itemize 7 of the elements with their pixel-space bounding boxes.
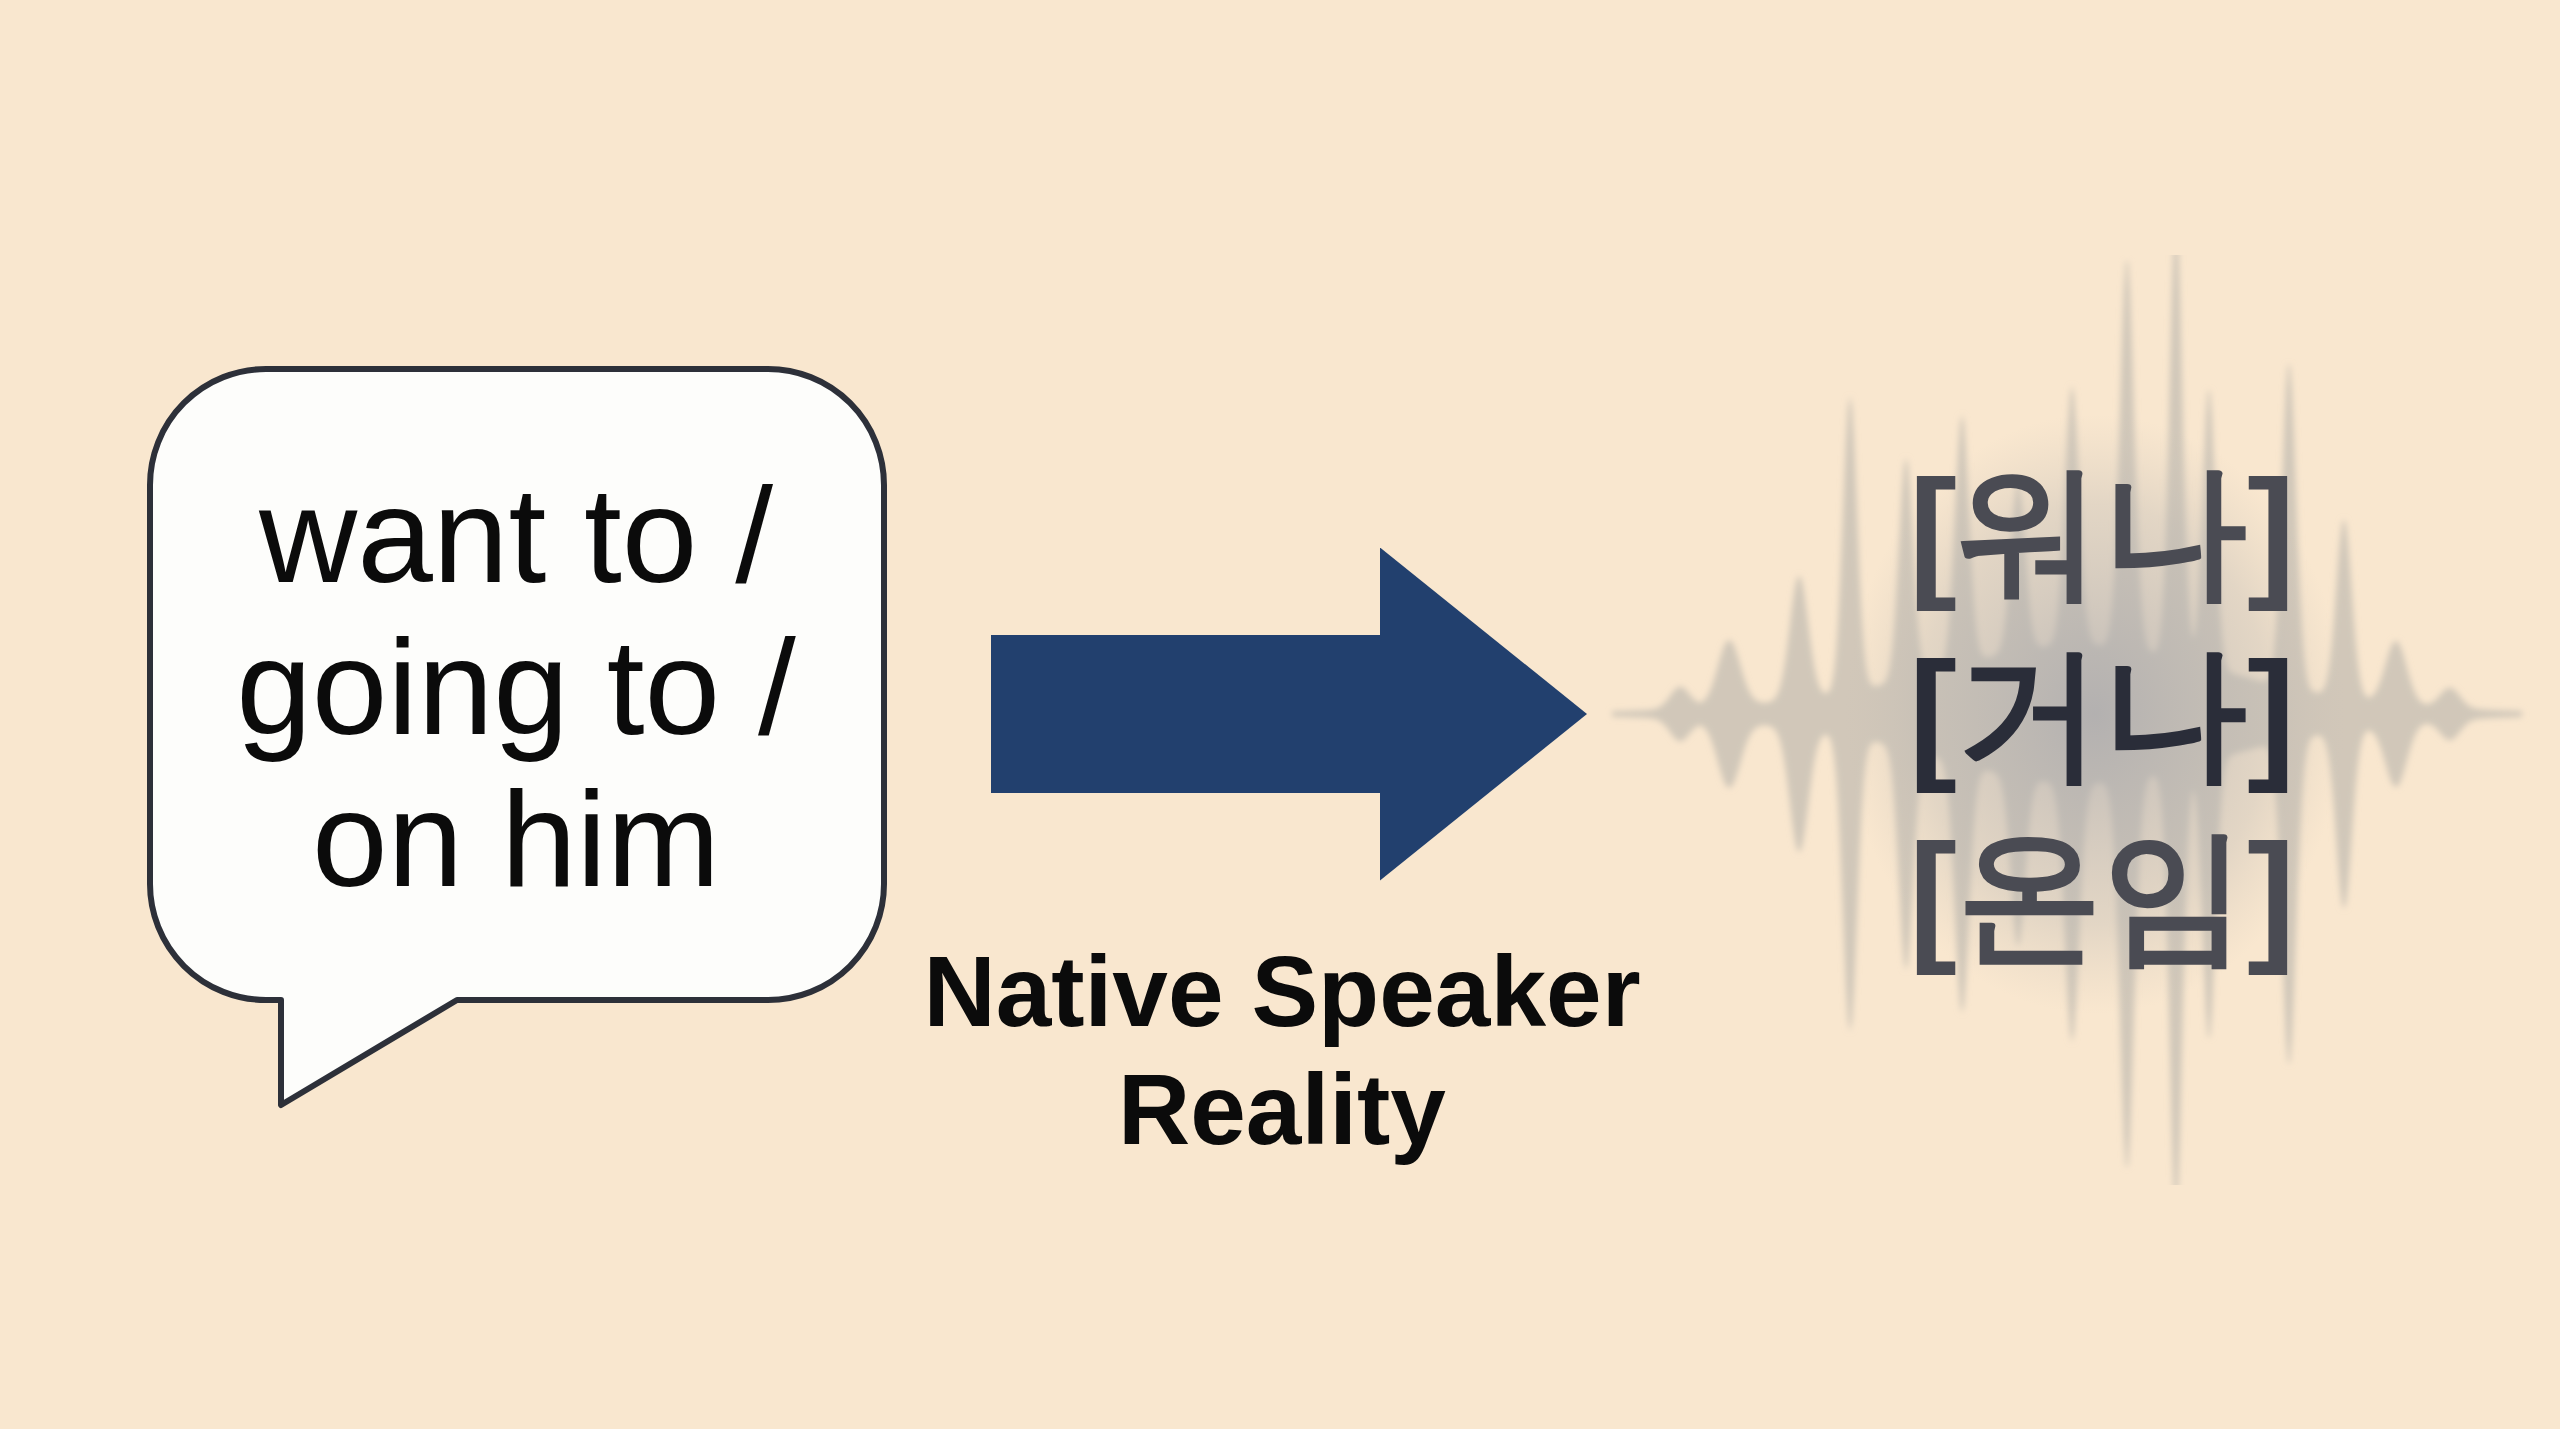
- phrase-text: want to / going to / on him: [235, 459, 797, 915]
- phonetic-text: [거나]: [1907, 630, 2297, 796]
- arrow: [991, 547, 1587, 881]
- phonetic-text: [워나]: [1907, 448, 2297, 614]
- phonetic-text: [온임]: [1907, 812, 2297, 978]
- speech-bubble: [146, 364, 888, 1110]
- edge-label: Native Speaker Reality: [922, 934, 1642, 1167]
